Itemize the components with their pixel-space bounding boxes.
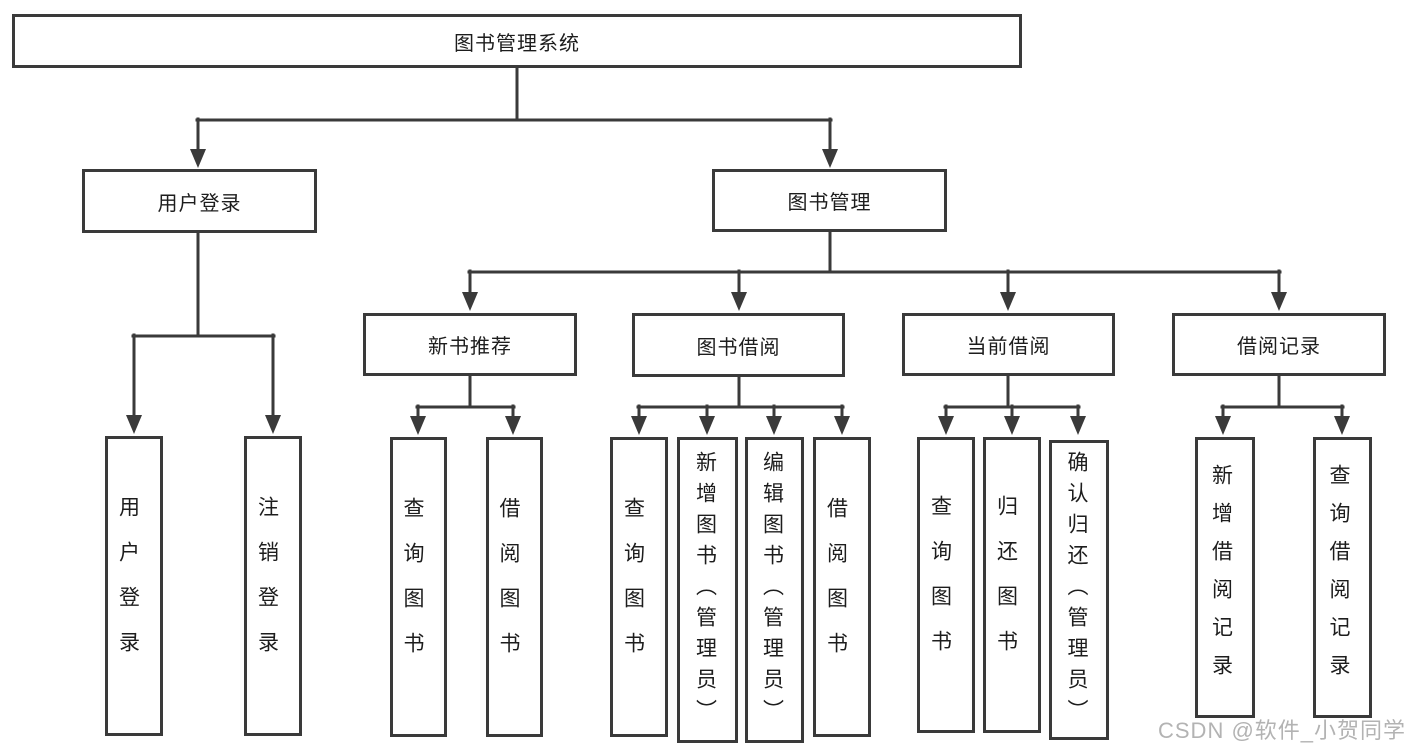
- leaf-logout-label: 注销登录: [255, 496, 279, 676]
- leaf-return-books: 归还图书: [983, 437, 1041, 733]
- leaf-add-books-admin: 新增图书（管理员）: [677, 437, 738, 743]
- node-new-book-recommend: 新书推荐: [363, 313, 577, 376]
- node-user-login: 用户登录: [82, 169, 317, 233]
- node-book-management: 图书管理: [712, 169, 947, 232]
- leaf-query-books-3-label: 查询图书: [928, 495, 952, 675]
- leaf-return-books-label: 归还图书: [994, 495, 1018, 675]
- leaf-query-books-1: 查询图书: [390, 437, 447, 737]
- watermark: CSDN @软件_小贺同学: [1158, 718, 1405, 743]
- leaf-add-books-admin-label: 新增图书（管理员）: [693, 450, 717, 730]
- leaf-user-login: 用户登录: [105, 436, 163, 736]
- node-book-borrowing: 图书借阅: [632, 313, 845, 377]
- node-borrowing-records: 借阅记录: [1172, 313, 1386, 376]
- leaf-logout: 注销登录: [244, 436, 302, 736]
- leaf-add-borrow-record: 新增借阅记录: [1195, 437, 1255, 718]
- leaf-query-books-2: 查询图书: [610, 437, 668, 737]
- leaf-query-books-3: 查询图书: [917, 437, 975, 733]
- leaf-user-login-label: 用户登录: [116, 496, 140, 676]
- leaf-add-borrow-record-label: 新增借阅记录: [1209, 463, 1233, 692]
- leaf-confirm-return-admin: 确认归还（管理员）: [1049, 440, 1109, 740]
- leaf-edit-books-admin: 编辑图书（管理员）: [745, 437, 804, 743]
- leaf-query-borrow-record: 查询借阅记录: [1313, 437, 1372, 718]
- leaf-borrow-books-2-label: 借阅图书: [824, 497, 848, 677]
- leaf-query-borrow-record-label: 查询借阅记录: [1327, 463, 1350, 692]
- leaf-confirm-return-admin-label: 确认归还（管理员）: [1065, 450, 1088, 730]
- leaf-query-books-1-label: 查询图书: [401, 497, 424, 677]
- node-library-system: 图书管理系统: [12, 14, 1022, 68]
- leaf-query-books-2-label: 查询图书: [621, 497, 645, 677]
- leaf-edit-books-admin-label: 编辑图书（管理员）: [760, 450, 784, 730]
- node-current-borrowing: 当前借阅: [902, 313, 1115, 376]
- leaf-borrow-books-1: 借阅图书: [486, 437, 543, 737]
- leaf-borrow-books-1-label: 借阅图书: [497, 497, 520, 677]
- leaf-borrow-books-2: 借阅图书: [813, 437, 871, 737]
